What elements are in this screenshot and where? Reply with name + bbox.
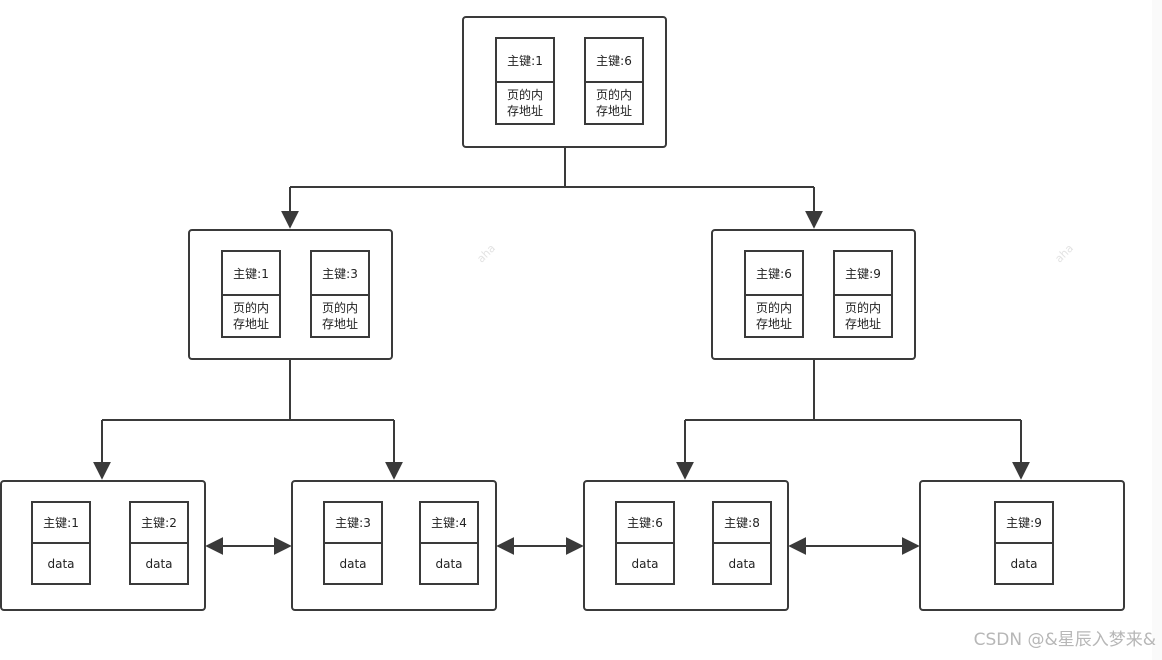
primary-key: 主键:3 (312, 252, 368, 296)
leaf-2-entry-1: 主键:3 data (323, 501, 383, 585)
primary-key: 主键:1 (223, 252, 279, 296)
page-address: 页的内存地址 (595, 88, 632, 118)
primary-key: 主键:6 (586, 39, 642, 83)
internal-left-to-leaves-connector (93, 360, 403, 480)
root-to-internal-connector (281, 148, 823, 229)
root-entry-1: 主键:1 页的内存地址 (495, 37, 555, 125)
internal-right-entry-2: 主键:9 页的内存地址 (833, 250, 893, 338)
primary-key: 主键:6 (746, 252, 802, 296)
leaf-node-2: 主键:3 data 主键:4 data (291, 480, 497, 611)
internal-left-entry-1: 主键:1 页的内存地址 (221, 250, 281, 338)
internal-left-entry-2: 主键:3 页的内存地址 (310, 250, 370, 338)
leaf-3-entry-2: 主键:8 data (712, 501, 772, 585)
row-data: data (631, 556, 659, 571)
internal-right-entry-1: 主键:6 页的内存地址 (744, 250, 804, 338)
page-address: 页的内存地址 (844, 301, 881, 331)
internal-node-left: 主键:1 页的内存地址 主键:3 页的内存地址 (188, 229, 393, 360)
row-data: data (339, 556, 367, 571)
leaf-3-entry-1: 主键:6 data (615, 501, 675, 585)
leaf-node-4: 主键:9 data (919, 480, 1125, 611)
primary-key: 主键:6 (617, 503, 673, 544)
row-data: data (1010, 556, 1038, 571)
right-edge-shade (1152, 0, 1162, 660)
row-data: data (145, 556, 173, 571)
primary-key: 主键:8 (714, 503, 770, 544)
row-data: data (47, 556, 75, 571)
root-entry-2: 主键:6 页的内存地址 (584, 37, 644, 125)
page-address: 页的内存地址 (755, 301, 792, 331)
page-address: 页的内存地址 (232, 301, 269, 331)
primary-key: 主键:9 (835, 252, 891, 296)
primary-key: 主键:2 (131, 503, 187, 544)
leaf-1-entry-1: 主键:1 data (31, 501, 91, 585)
leaf-1-entry-2: 主键:2 data (129, 501, 189, 585)
primary-key: 主键:1 (497, 39, 553, 83)
primary-key: 主键:4 (421, 503, 477, 544)
internal-right-to-leaves-connector (676, 360, 1030, 480)
internal-node-right: 主键:6 页的内存地址 主键:9 页的内存地址 (711, 229, 916, 360)
primary-key: 主键:1 (33, 503, 89, 544)
root-node: 主键:1 页的内存地址 主键:6 页的内存地址 (462, 16, 667, 148)
row-data: data (728, 556, 756, 571)
leaf-node-3: 主键:6 data 主键:8 data (583, 480, 789, 611)
page-address: 页的内存地址 (506, 88, 543, 118)
primary-key: 主键:3 (325, 503, 381, 544)
leaf-4-entry-1: 主键:9 data (994, 501, 1054, 585)
page-address: 页的内存地址 (321, 301, 358, 331)
leaf-node-1: 主键:1 data 主键:2 data (0, 480, 206, 611)
row-data: data (435, 556, 463, 571)
primary-key: 主键:9 (996, 503, 1052, 544)
source-credit: CSDN @&星辰入梦来& (973, 630, 1156, 650)
leaf-2-entry-2: 主键:4 data (419, 501, 479, 585)
